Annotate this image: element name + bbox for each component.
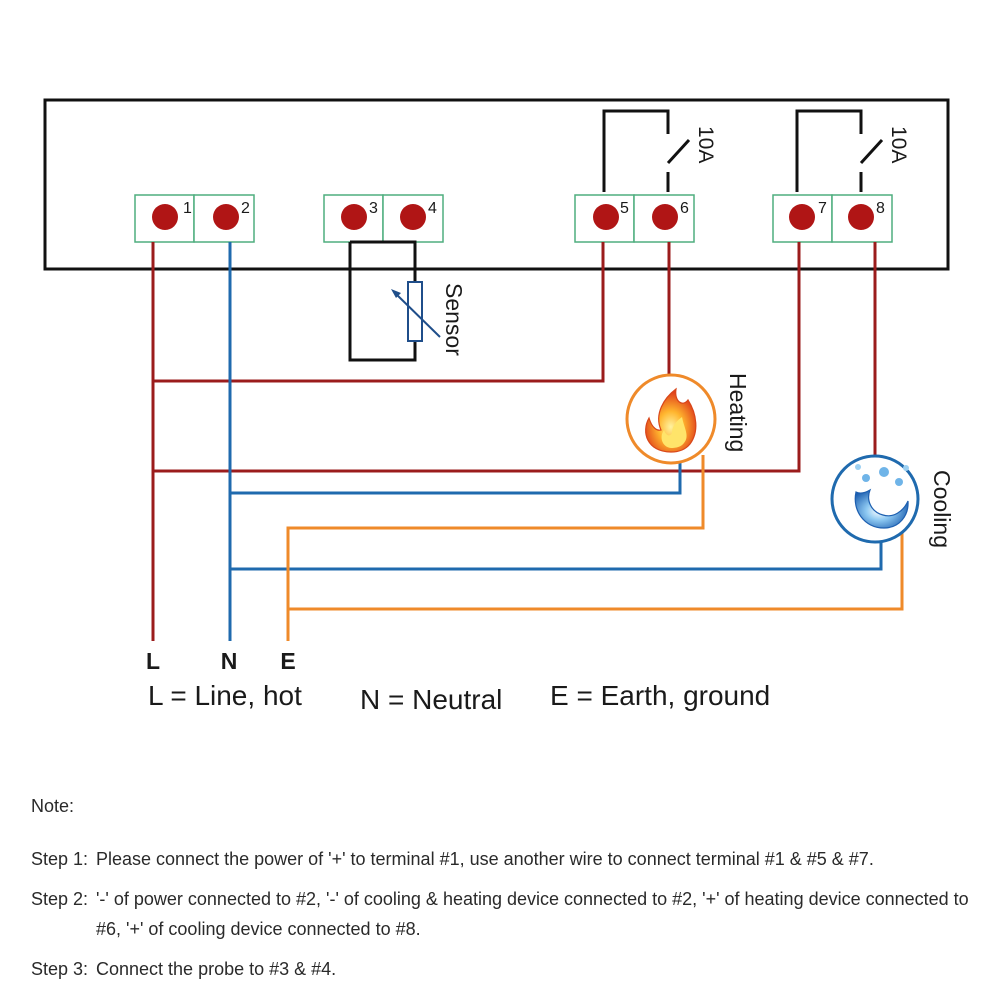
terminal-screw-6 <box>652 204 678 230</box>
relay-2 <box>795 109 884 192</box>
cooling-device <box>830 454 920 544</box>
notes-section: Note: Step 1: Please connect the power o… <box>31 795 981 994</box>
step-text: Connect the probe to #3 & #4. <box>96 959 337 979</box>
relay-1-rating: 10A <box>694 126 717 163</box>
cooling-label: Cooling <box>929 470 955 548</box>
terminal-number-6: 6 <box>680 200 689 217</box>
terminal-screw-3 <box>341 204 367 230</box>
step-text: Please connect the power of '+' to termi… <box>96 849 874 869</box>
terminal-screw-7 <box>789 204 815 230</box>
legend-line: L = Line, hot <box>148 680 302 711</box>
sensor-label: Sensor <box>441 283 467 356</box>
terminal-number-7: 7 <box>818 200 827 217</box>
terminal-number-4: 4 <box>428 200 437 217</box>
terminal-number-1: 1 <box>183 200 192 217</box>
terminal-block-7-8 <box>772 194 893 243</box>
terminal-screw-1 <box>152 204 178 230</box>
notes-title: Note: <box>31 796 75 816</box>
step-text: '-' of power connected to #2, '-' of coo… <box>96 889 969 939</box>
step-label: Step 1: <box>31 849 89 869</box>
water-splash-icon <box>854 488 909 529</box>
note-step-3: Step 3: Connect the probe to #3 & #4. <box>31 954 981 984</box>
terminal-number-5: 5 <box>620 200 629 217</box>
terminal-block-3-4 <box>323 194 444 243</box>
legend-neutral: N = Neutral <box>360 684 503 715</box>
note-step-1: Step 1: Please connect the power of '+' … <box>31 844 981 874</box>
heating-device <box>625 373 717 465</box>
line-letter: L <box>146 648 160 674</box>
relay-1 <box>602 109 691 192</box>
controller-box <box>43 98 950 271</box>
terminal-number-2: 2 <box>241 200 250 217</box>
terminal-number-3: 3 <box>369 200 378 217</box>
terminal-screw-8 <box>848 204 874 230</box>
legend-earth: E = Earth, ground <box>550 680 771 711</box>
neutral-wires <box>228 242 883 641</box>
step-label: Step 2: <box>31 889 89 909</box>
earth-letter: E <box>280 648 295 674</box>
terminal-screw-5 <box>593 204 619 230</box>
relay-2-rating: 10A <box>887 126 910 163</box>
sensor-probe <box>348 240 441 362</box>
terminal-screw-4 <box>400 204 426 230</box>
line-wires <box>151 242 877 641</box>
heating-label: Heating <box>725 373 751 452</box>
note-step-2: Step 2: '-' of power connected to #2, '-… <box>31 884 981 944</box>
step-label: Step 3: <box>31 959 89 979</box>
neutral-letter: N <box>221 648 238 674</box>
terminal-screw-2 <box>213 204 239 230</box>
terminal-number-8: 8 <box>876 200 885 217</box>
earth-wires <box>286 455 904 641</box>
